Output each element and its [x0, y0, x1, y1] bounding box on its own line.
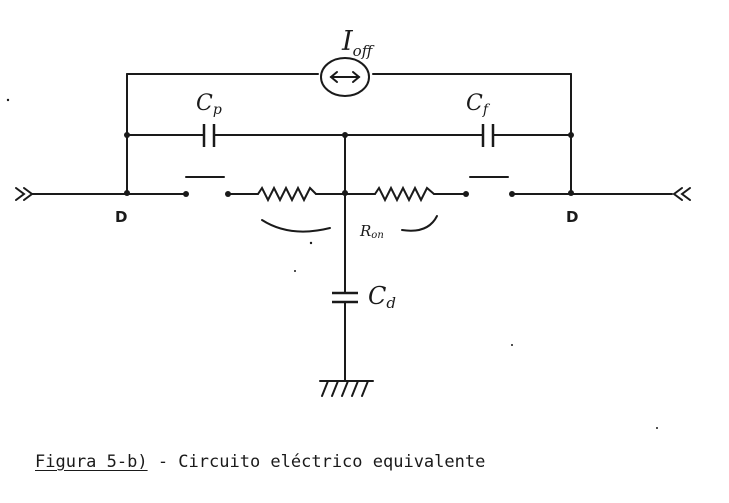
main-line	[15, 176, 691, 203]
left-terminal-icon	[15, 187, 34, 201]
capacitor-bottom-icon	[332, 291, 358, 304]
scan-speck	[511, 344, 513, 346]
switch-left-icon	[183, 176, 231, 197]
resistor-label: Ron	[359, 222, 384, 241]
source-label: Ioff	[341, 26, 375, 60]
scan-speck	[309, 241, 313, 245]
switch-right-icon	[463, 176, 515, 197]
scan-speck	[6, 98, 10, 102]
junction-dot	[124, 132, 130, 138]
cap-left-label: Cp	[196, 91, 222, 118]
capacitor-right-icon	[481, 124, 495, 147]
capacitor-left-icon	[202, 124, 216, 147]
figure-caption: Figura 5-b) - Circuito eléctrico equival…	[35, 452, 485, 472]
scan-speck	[656, 427, 658, 429]
node-left-label: D	[115, 208, 127, 226]
caption-text: - Circuito eléctrico equivalente	[147, 452, 486, 472]
caption-figure-number: Figura 5-b)	[35, 452, 148, 472]
resistor-right-arc	[401, 215, 438, 232]
top-loop	[126, 73, 572, 194]
cap-bottom-label: Cd	[368, 282, 396, 312]
resistor-left-icon	[257, 185, 317, 203]
scan-speck	[294, 270, 296, 272]
junction-dot	[568, 132, 574, 138]
resistor-right-icon	[374, 185, 435, 203]
resistor-left-arc	[261, 219, 331, 233]
ground-icon	[319, 380, 374, 397]
current-source-icon	[320, 57, 370, 97]
node-right-label: D	[566, 208, 578, 226]
right-terminal-icon	[672, 187, 691, 201]
cap-right-label: Cf	[466, 91, 491, 118]
